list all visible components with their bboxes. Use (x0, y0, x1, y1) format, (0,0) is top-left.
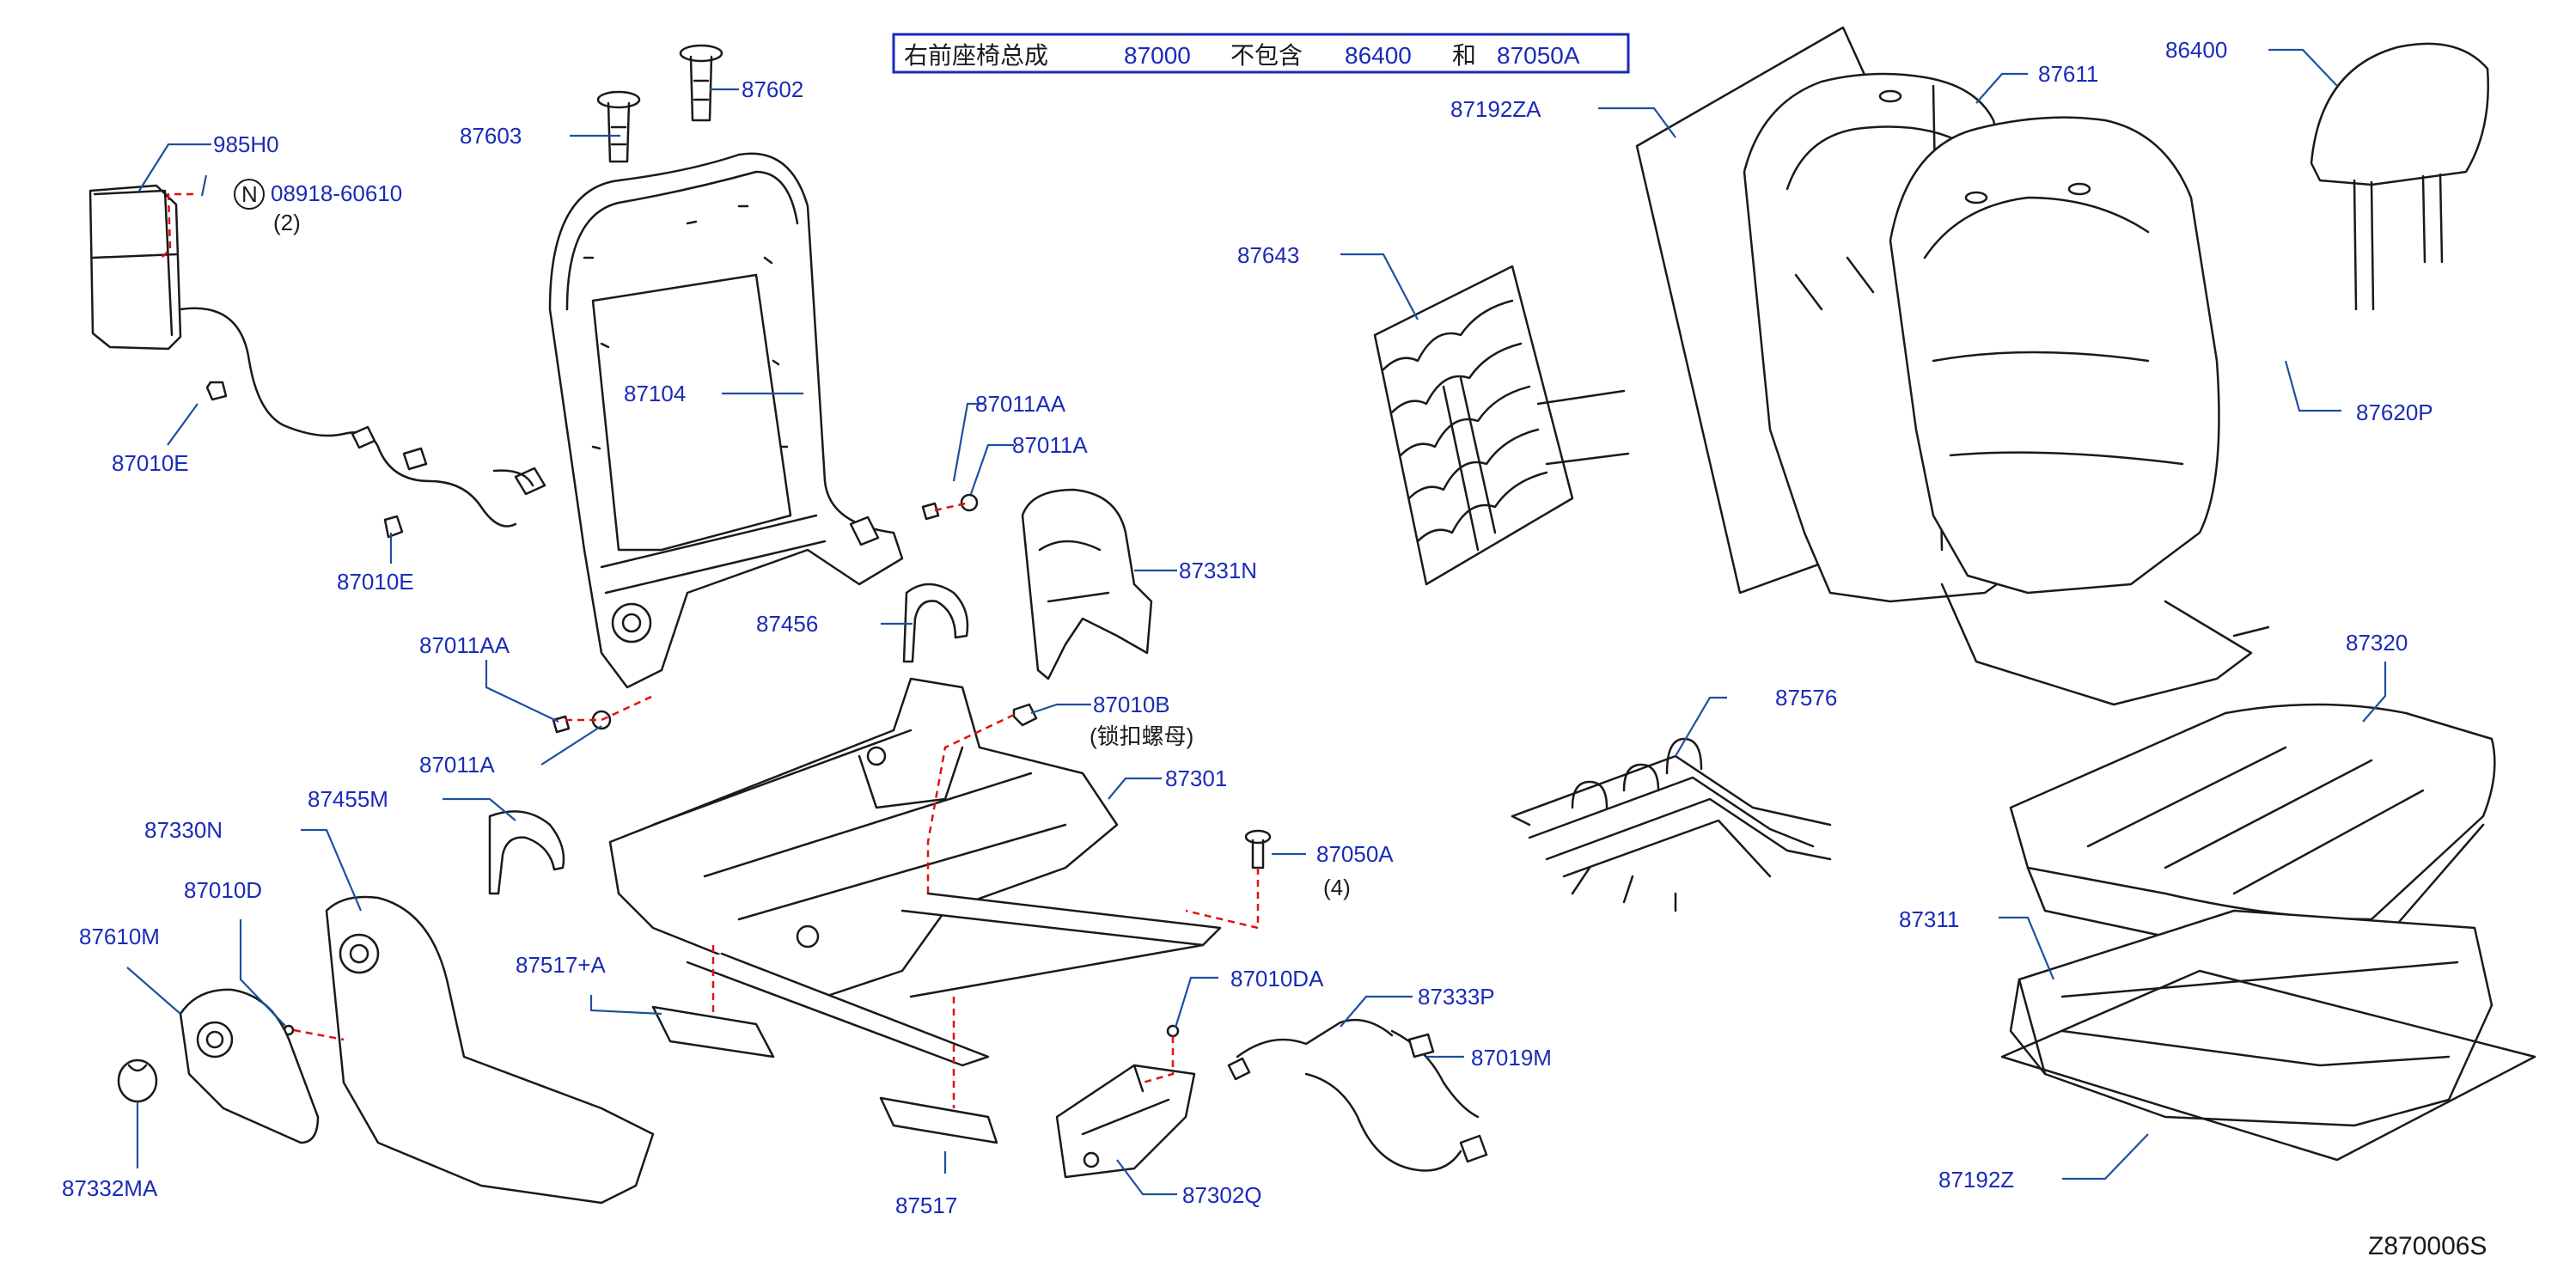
part-86400-headrest (2310, 42, 2489, 311)
part-87517-rail-cover (879, 1096, 998, 1144)
callout-87331N: 87331N (1179, 558, 1257, 583)
part-87455M-trim (488, 810, 565, 895)
header-assembly-part: 87000 (1124, 42, 1191, 69)
callout-87456: 87456 (756, 611, 818, 637)
header-assembly-label: 右前座椅总成 (904, 42, 1048, 69)
callout-87602: 87602 (742, 76, 803, 102)
part-87456-trim-piece (902, 583, 969, 663)
callout-87011A-lower: 87011A (419, 752, 495, 778)
callout-87311: 87311 (1899, 906, 1959, 932)
callout-87455M: 87455M (308, 786, 388, 812)
part-87620P-back-trim-cover (1889, 116, 2270, 706)
callout-87011AA-lower: 87011AA (419, 632, 510, 658)
part-87517A-rail-cover (651, 1005, 775, 1058)
part-87301-cushion-frame (608, 677, 1222, 1067)
header-and-label: 和 (1452, 42, 1476, 69)
callout-87050A-qty: (4) (1323, 875, 1351, 900)
callout-87011A-upper: 87011A (1012, 432, 1088, 458)
callout-86400: 86400 (2165, 37, 2227, 63)
callout-87302Q: 87302Q (1182, 1182, 1262, 1208)
part-87330N-outer-cover (325, 895, 655, 1205)
part-87011AA-bolt-upper (921, 502, 940, 521)
callout-87620P: 87620P (2356, 400, 2433, 425)
header-excluded-part-1: 86400 (1345, 42, 1412, 69)
part-airbag-harness (179, 307, 546, 539)
callout-87192Z: 87192Z (1938, 1167, 2014, 1193)
part-985H0-airbag-module (89, 184, 182, 351)
callout-87104: 87104 (624, 381, 686, 406)
callout-87010B: 87010B (1093, 692, 1170, 717)
callout-87576: 87576 (1775, 685, 1837, 711)
callout-labels: 985H0 N 08918-60610 (2) 87010E 87010E 87… (62, 37, 2433, 1218)
callout-87019M: 87019M (1471, 1045, 1552, 1071)
diagram-code: Z870006S (2368, 1232, 2487, 1260)
part-87603-headrest-guide (596, 90, 641, 163)
callout-n-symbol-circle (234, 179, 265, 210)
callout-87643: 87643 (1237, 242, 1299, 268)
callout-87050A: 87050A (1316, 841, 1394, 867)
part-87302Q-power-unit (1055, 1064, 1196, 1179)
part-87332MA-knob (117, 1058, 158, 1103)
part-87104-seat-back-frame (548, 152, 904, 689)
part-87333P-87019M-harness (1227, 1018, 1488, 1172)
callout-87332MA: 87332MA (62, 1175, 158, 1201)
part-87331N-inner-cover (1021, 488, 1153, 680)
callout-87320: 87320 (2346, 630, 2408, 656)
callout-08918-60610: 08918-60610 (271, 180, 402, 206)
header-excluded-part-2: 87050A (1497, 42, 1580, 69)
header-excludes-label: 不包含 (1230, 42, 1303, 69)
callout-08918-60610-qty: (2) (273, 210, 301, 235)
callout-87192ZA: 87192ZA (1450, 96, 1541, 122)
part-87011AA-bolt-lower (552, 715, 571, 734)
part-drawings (89, 26, 2536, 1205)
assembly-header: 右前座椅总成 87000 不包含 86400 和 87050A (892, 33, 1630, 74)
callout-87010DA: 87010DA (1230, 966, 1324, 991)
part-87311-cushion-pad (2009, 909, 2494, 1127)
callout-87301: 87301 (1165, 766, 1227, 791)
callout-87010E-b: 87010E (337, 569, 414, 595)
callout-87333P: 87333P (1418, 984, 1495, 1010)
callout-87517A: 87517+A (516, 952, 606, 978)
callout-87517: 87517 (895, 1193, 957, 1218)
part-87192Z-bottom-sheet (2000, 969, 2536, 1162)
part-87320-cushion-trim-cover (2009, 703, 2496, 955)
callout-87330N: 87330N (144, 817, 223, 843)
callout-87611: 87611 (2038, 61, 2098, 87)
callout-87010D: 87010D (184, 877, 262, 903)
part-87011A-nut-upper (960, 493, 979, 512)
part-87643-spring-mat (1373, 265, 1630, 586)
part-87576-seat-spring (1511, 737, 1832, 912)
callout-87603: 87603 (460, 123, 522, 149)
callout-87011AA-upper: 87011AA (975, 391, 1066, 417)
leader-lines (126, 48, 2387, 1196)
dashed-connectors (161, 192, 1260, 1108)
callout-985H0: 985H0 (213, 131, 279, 157)
callout-n-symbol: N (241, 181, 258, 207)
callout-87010E-a: 87010E (112, 450, 189, 476)
callout-87610M: 87610M (79, 924, 160, 949)
callout-87010B-note: (锁扣螺母) (1090, 723, 1193, 749)
